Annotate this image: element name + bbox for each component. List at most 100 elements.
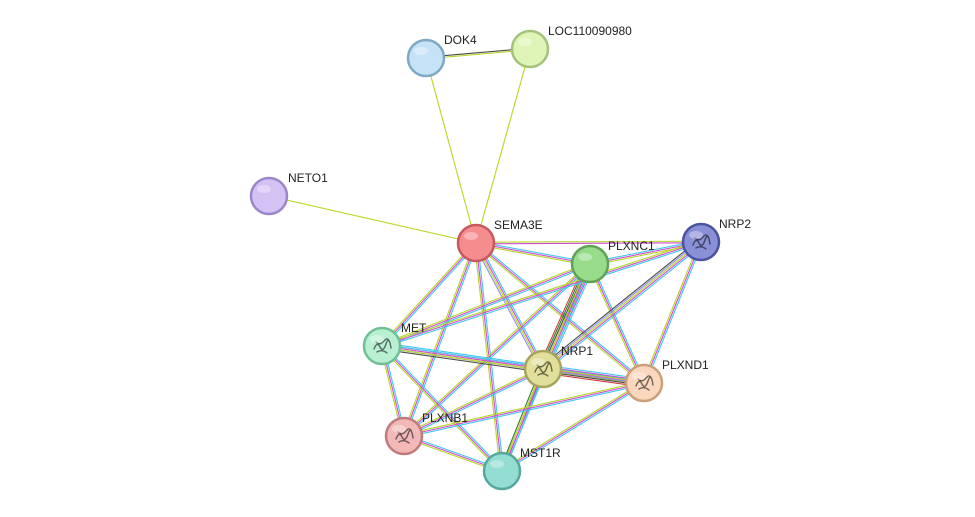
edge-plxnc1-plxnd1[interactable] xyxy=(587,262,647,385)
evidence-strand xyxy=(381,242,703,349)
edge-plxnd1-plxnb1[interactable] xyxy=(403,380,645,439)
evidence-strand xyxy=(475,242,702,245)
node-highlight xyxy=(414,47,428,55)
evidence-strand xyxy=(381,345,503,472)
edge-nrp2-plxnd1[interactable] xyxy=(641,240,704,385)
node-loc110090980[interactable]: LOC110090980 xyxy=(510,24,632,69)
evidence-strand xyxy=(474,243,644,385)
edge-nrp2-nrp1[interactable] xyxy=(540,238,704,373)
edge-plxnd1-mst1r[interactable] xyxy=(500,381,646,473)
edge-met-plxnd1[interactable] xyxy=(381,343,645,386)
node-circle[interactable] xyxy=(456,223,496,263)
node-met[interactable]: MET xyxy=(362,321,427,366)
evidence-strand xyxy=(475,242,645,384)
protein-structure-icon xyxy=(534,361,553,377)
edge-plxnc1-plxnb1[interactable] xyxy=(402,262,592,438)
node-circle[interactable] xyxy=(523,349,563,389)
node-circle[interactable] xyxy=(406,38,446,78)
protein-structure-icon xyxy=(395,428,414,444)
evidence-strand xyxy=(541,240,701,369)
evidence-strand xyxy=(542,241,702,370)
evidence-strand xyxy=(501,382,645,472)
node-circle[interactable] xyxy=(570,244,610,284)
evidence-strand xyxy=(644,242,704,385)
evidence-strand xyxy=(477,242,505,472)
node-circle[interactable] xyxy=(624,363,664,403)
node-circle[interactable] xyxy=(482,451,522,491)
node-highlight xyxy=(370,335,384,343)
edge-neto1-sema3e[interactable] xyxy=(268,195,477,244)
evidence-strand xyxy=(381,241,702,347)
node-dok4[interactable]: DOK4 xyxy=(406,33,477,78)
evidence-strand xyxy=(380,348,544,373)
edge-layer xyxy=(268,47,704,474)
edge-nrp2-met[interactable] xyxy=(380,239,703,349)
node-label: SEMA3E xyxy=(494,218,543,232)
evidence-strand xyxy=(404,243,479,438)
node-highlight xyxy=(578,253,592,261)
evidence-strand xyxy=(268,195,477,244)
evidence-strand xyxy=(402,367,543,436)
node-plxnd1[interactable]: PLXND1 xyxy=(624,358,709,403)
evidence-strand xyxy=(404,264,592,438)
evidence-strand xyxy=(380,261,590,346)
evidence-strand xyxy=(475,240,702,243)
node-highlight xyxy=(257,185,271,193)
node-neto1[interactable]: NETO1 xyxy=(249,171,328,216)
node-label: PLXNB1 xyxy=(422,411,468,425)
edge-plxnc1-met[interactable] xyxy=(380,261,592,349)
edge-met-mst1r[interactable] xyxy=(380,344,504,473)
node-highlight xyxy=(531,358,545,366)
evidence-strand xyxy=(590,262,647,383)
node-nrp2[interactable]: NRP2 xyxy=(681,217,751,262)
node-highlight xyxy=(490,460,504,468)
node-circle[interactable] xyxy=(510,29,550,69)
evidence-strand xyxy=(381,347,645,386)
node-plxnc1[interactable]: PLXNC1 xyxy=(570,239,655,284)
evidence-strand xyxy=(380,346,502,473)
evidence-strand xyxy=(475,240,591,263)
node-label: PLXND1 xyxy=(662,358,709,372)
evidence-strand xyxy=(538,261,587,368)
edge-nrp1-plxnb1[interactable] xyxy=(402,367,545,438)
evidence-strand xyxy=(403,384,645,439)
evidence-strand xyxy=(381,263,591,347)
node-nrp1[interactable]: NRP1 xyxy=(523,344,593,389)
node-label: MET xyxy=(401,321,427,335)
node-highlight xyxy=(392,425,406,433)
evidence-strand xyxy=(382,264,592,349)
edge-dok4-sema3e[interactable] xyxy=(425,57,477,244)
edge-sema3e-plxnb1[interactable] xyxy=(401,241,479,438)
node-mst1r[interactable]: MST1R xyxy=(482,446,561,491)
node-highlight xyxy=(689,231,703,239)
node-plxnb1[interactable]: PLXNB1 xyxy=(384,411,468,456)
node-sema3e[interactable]: SEMA3E xyxy=(456,218,543,263)
node-label: NRP2 xyxy=(719,217,751,231)
evidence-strand xyxy=(380,239,702,346)
edge-sema3e-nrp2[interactable] xyxy=(475,240,702,245)
node-circle[interactable] xyxy=(384,416,424,456)
evidence-strand xyxy=(475,48,531,244)
edge-sema3e-plxnd1[interactable] xyxy=(474,241,646,385)
evidence-strand xyxy=(381,342,545,367)
node-circle[interactable] xyxy=(249,176,289,216)
edge-sema3e-met[interactable] xyxy=(380,241,478,348)
node-highlight xyxy=(632,372,646,380)
evidence-strand xyxy=(500,381,644,471)
edge-sema3e-plxnc1[interactable] xyxy=(475,240,591,267)
evidence-strand xyxy=(641,240,701,383)
evidence-strand xyxy=(381,242,477,347)
evidence-strand xyxy=(403,263,591,437)
node-circle[interactable] xyxy=(362,326,402,366)
evidence-strand xyxy=(381,345,645,384)
evidence-strand xyxy=(380,241,476,346)
node-label: NRP1 xyxy=(561,344,593,358)
evidence-strand xyxy=(475,242,591,265)
node-circle[interactable] xyxy=(681,222,721,262)
edge-loc110090980-sema3e[interactable] xyxy=(475,48,531,244)
evidence-strand xyxy=(476,241,646,383)
node-label: PLXNC1 xyxy=(608,239,655,253)
protein-structure-icon xyxy=(635,375,654,391)
